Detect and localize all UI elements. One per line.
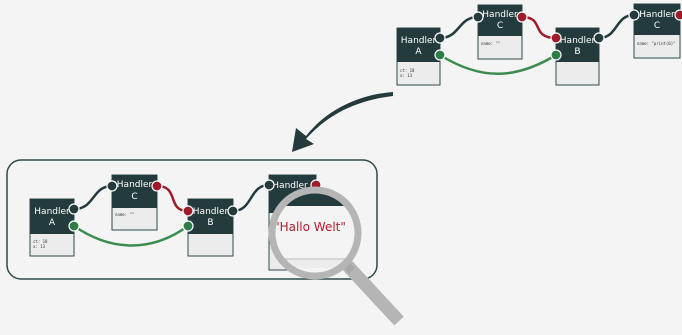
wire-b-to-c2: [598, 13, 635, 40]
node-subtitle: C: [497, 21, 503, 31]
output-port[interactable]: [68, 203, 80, 215]
wire-a-to-c: [439, 15, 479, 40]
node-field: name: "print(0)": [637, 41, 676, 46]
input-port[interactable]: [628, 9, 640, 21]
output-port-red[interactable]: [516, 11, 528, 23]
node-handler-a[interactable]: Handler A ct: 18 x: 13: [396, 27, 446, 86]
node-handler-b[interactable]: Handler B: [550, 27, 605, 86]
node-subtitle: A: [415, 47, 422, 57]
node-title: Handler: [193, 207, 229, 217]
node-field: ct: 18: [400, 68, 415, 73]
curved-arrow-icon: [292, 92, 393, 152]
input-port[interactable]: [106, 180, 118, 192]
node-field: name: "": [481, 41, 500, 46]
input-port[interactable]: [472, 11, 484, 23]
output-port[interactable]: [593, 32, 605, 44]
input-port[interactable]: [263, 179, 275, 191]
input-port-green[interactable]: [182, 220, 194, 232]
magnified-text: "Hallo Welt": [274, 220, 346, 234]
wire-a-to-b-green: [73, 224, 189, 247]
node-handler-b[interactable]: Handler B: [182, 198, 239, 257]
top-graph: Handler A ct: 18 x: 13 Handler C name: "…: [396, 3, 682, 86]
node-handler-a[interactable]: Handler A ct: 18 x: 13: [29, 198, 80, 257]
node-title: Handler: [401, 36, 437, 46]
node-field: x: 13: [33, 244, 46, 249]
output-port-green[interactable]: [68, 220, 80, 232]
wire-c-to-b: [521, 15, 557, 40]
node-handler-c[interactable]: Handler C name: "": [472, 4, 528, 60]
node-field: ct: 18: [33, 239, 48, 244]
node-subtitle: B: [207, 218, 213, 228]
node-handler-c[interactable]: Handler C name: "": [106, 174, 163, 231]
node-title: Handler: [272, 181, 308, 191]
magnifier-icon: "Hallo Welt": [268, 186, 404, 326]
output-port-red[interactable]: [151, 180, 163, 192]
node-field: x: 13: [400, 73, 413, 78]
output-port-red[interactable]: [674, 9, 682, 21]
node-title: Handler: [34, 207, 70, 217]
input-port-green[interactable]: [550, 49, 562, 61]
output-port[interactable]: [434, 32, 446, 44]
node-title: Handler: [117, 180, 153, 190]
node-subtitle: C: [131, 192, 137, 202]
node-title: Handler: [639, 10, 675, 20]
node-subtitle: A: [49, 218, 56, 228]
input-port-red[interactable]: [550, 32, 562, 44]
node-field: name: "": [115, 212, 134, 217]
node-handler-c2[interactable]: Handler C name: "print(0)": [628, 3, 682, 59]
input-port-red[interactable]: [182, 205, 194, 217]
node-title: Handler: [482, 10, 518, 20]
output-port-green[interactable]: [434, 49, 446, 61]
output-port[interactable]: [227, 205, 239, 217]
wire-a-to-b-green: [439, 53, 557, 75]
node-subtitle: C: [654, 21, 660, 31]
node-title: Handler: [560, 36, 596, 46]
node-subtitle: B: [574, 47, 580, 57]
